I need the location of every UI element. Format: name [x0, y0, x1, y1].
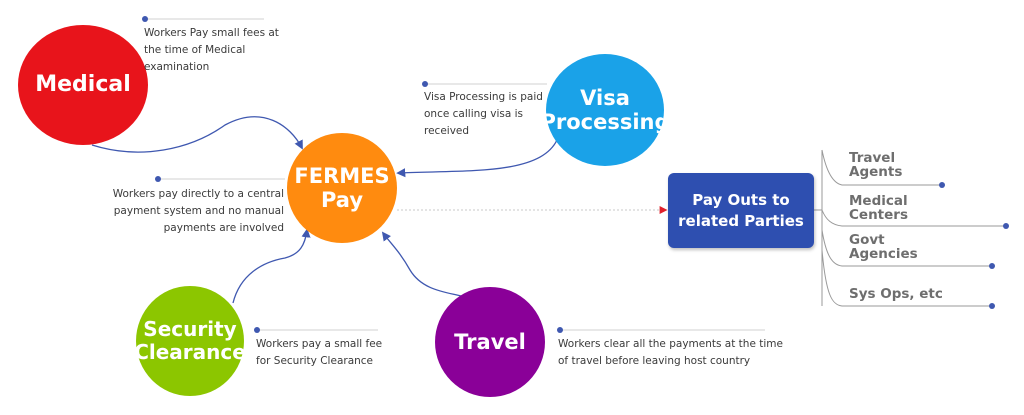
payout-branch-trunk	[814, 150, 823, 306]
security-to-fermes-arrow	[232, 228, 311, 304]
travel-node: Travel	[435, 287, 545, 397]
medical-to-fermes-arrow	[91, 116, 303, 153]
payout-box-label: Pay Outs to related Parties	[678, 191, 804, 230]
medical-note: Workers Pay small fees at the time of Me…	[144, 27, 279, 73]
branch-govt-agencies-dot	[989, 263, 995, 269]
travel-node-label: Travel	[454, 329, 526, 354]
fermes-pay-node-label: FERMES Pay	[294, 163, 390, 212]
security-clearance-node-label: Security Clearance	[134, 317, 246, 364]
security-note: Workers pay a small fee for Security Cle…	[256, 338, 383, 367]
medical-node: Medical	[18, 25, 148, 145]
branch-medical-centers-dot	[1003, 223, 1009, 229]
branch-sys-ops-dot	[989, 303, 995, 309]
visa-note-dot	[422, 81, 428, 87]
fermes-pay-node: FERMES Pay	[287, 133, 397, 243]
security-clearance-node: Security Clearance	[134, 286, 246, 396]
branch-medical-centers	[821, 209, 1006, 227]
security-note-dot	[254, 327, 260, 333]
medical-note-dot	[142, 16, 148, 22]
travel-to-fermes-arrow	[381, 231, 462, 297]
travel-note-dot	[557, 327, 563, 333]
party-govt-agencies: Govt Agencies	[849, 232, 918, 263]
branch-sys-ops	[821, 249, 992, 307]
visa-processing-node-label: Visa Processing	[540, 85, 670, 134]
payout-box: Pay Outs to related Parties	[668, 173, 814, 248]
medical-node-label: Medical	[35, 72, 131, 98]
visa-processing-node: Visa Processing	[540, 54, 670, 166]
direct-payment-note: Workers pay directly to a central paymen…	[112, 188, 284, 234]
visa-note: Visa Processing is paid once calling vis…	[424, 91, 543, 137]
visa-to-fermes-arrow	[396, 139, 558, 178]
direct-note-dot	[155, 176, 161, 182]
branch-govt-agencies	[821, 229, 992, 267]
party-sys-ops: Sys Ops, etc	[849, 286, 943, 302]
party-medical-centers: Medical Centers	[849, 193, 908, 224]
branch-travel-agents-dot	[939, 182, 945, 188]
party-travel-agents: Travel Agents	[849, 150, 903, 181]
branch-travel-agents	[821, 149, 942, 186]
travel-note: Workers clear all the payments at the ti…	[558, 338, 783, 367]
